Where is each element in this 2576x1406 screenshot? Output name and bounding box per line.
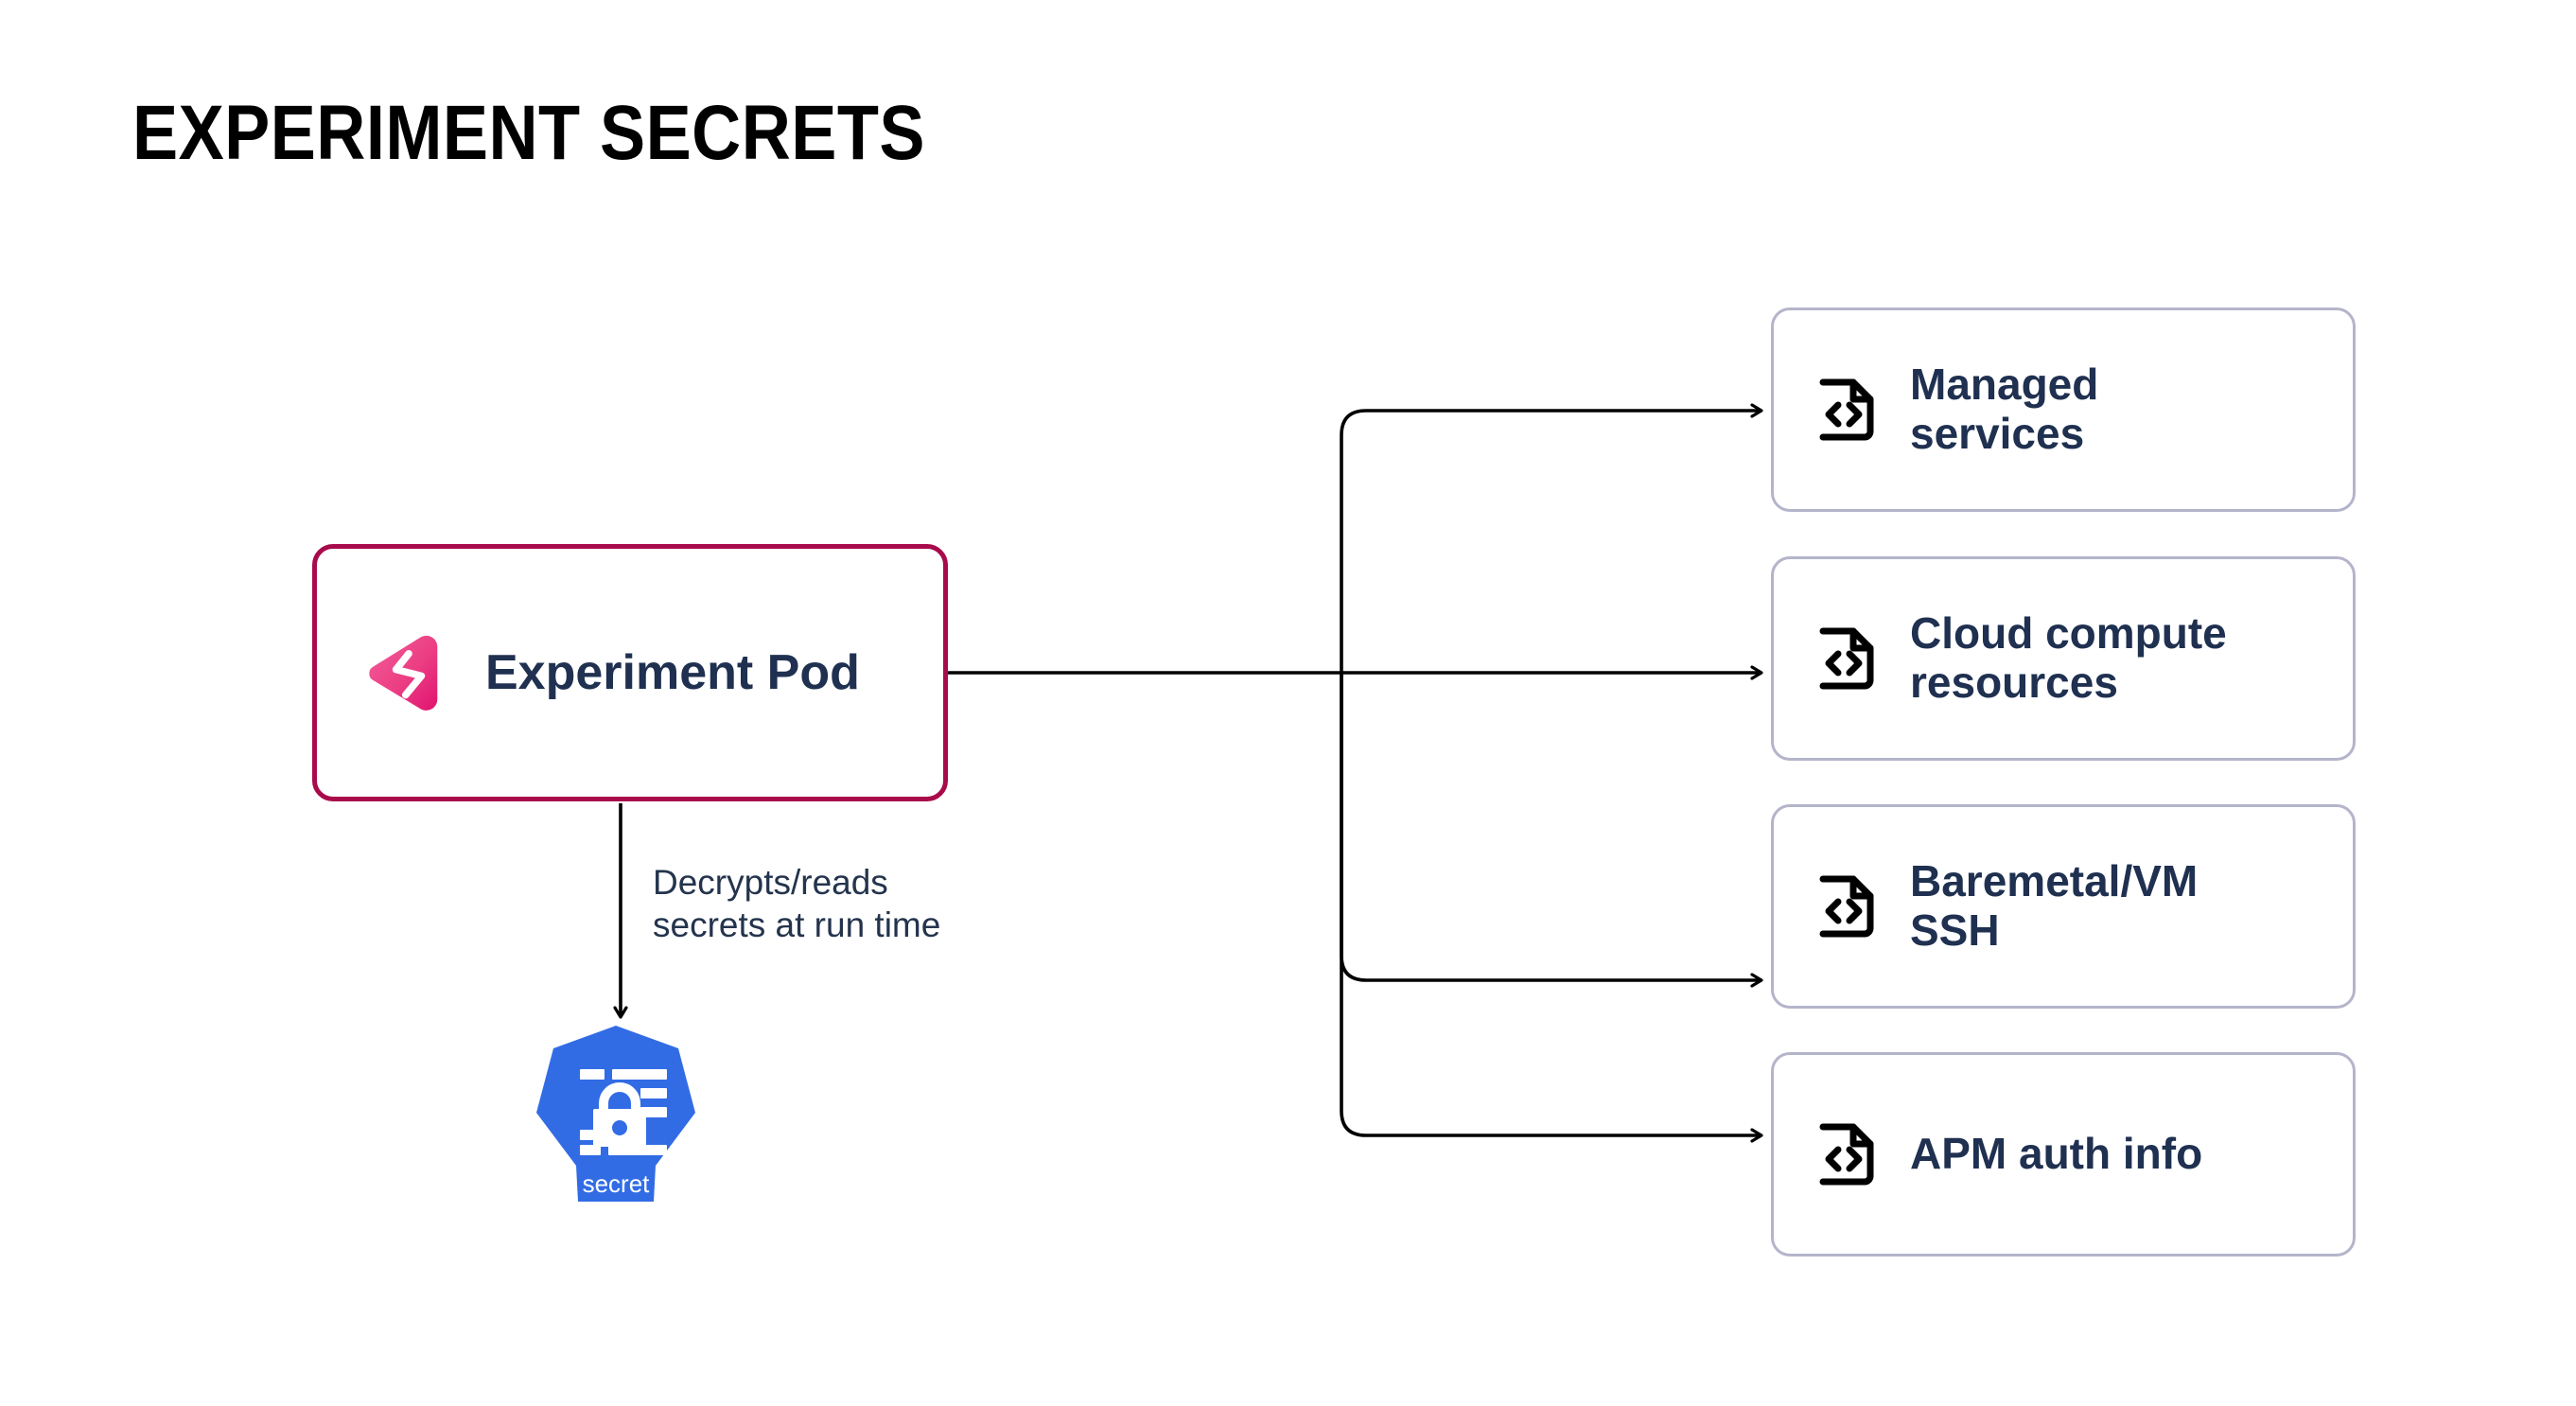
target-card-baremetal-ssh[interactable]: Baremetal/VM SSH <box>1771 804 2356 1009</box>
connector-to-managed-services <box>1340 403 1763 673</box>
experiment-pod-node[interactable]: Experiment Pod <box>312 544 948 801</box>
code-file-icon <box>1819 378 1874 441</box>
target-card-label: Cloud compute resources <box>1910 609 2227 707</box>
code-file-icon <box>1819 875 1874 938</box>
annotation-line-2: secrets at run time <box>653 905 941 945</box>
card-label-line-2: services <box>1910 409 2085 458</box>
secret-node-label: secret <box>583 1169 651 1198</box>
target-card-apm-auth[interactable]: APM auth info <box>1771 1052 2356 1257</box>
kubernetes-secret-node[interactable]: secret <box>534 1024 697 1213</box>
litmus-chaos-logo-icon <box>369 635 438 711</box>
card-label-line-2: SSH <box>1910 905 2000 955</box>
code-file-icon <box>1819 1123 1874 1186</box>
experiment-pod-label: Experiment Pod <box>485 645 860 700</box>
target-card-label: Baremetal/VM SSH <box>1910 857 2198 955</box>
connector-to-apm-auth <box>1340 673 1763 1143</box>
code-file-icon <box>1819 627 1874 690</box>
connector-to-baremetal-ssh <box>1340 673 1763 988</box>
target-card-managed-services[interactable]: Managed services <box>1771 308 2356 512</box>
annotation-decrypts-reads-secrets: Decrypts/reads secrets at run time <box>653 861 940 946</box>
target-card-label: APM auth info <box>1910 1130 2202 1179</box>
annotation-line-1: Decrypts/reads <box>653 863 888 902</box>
kubernetes-secret-icon: secret <box>536 1026 695 1202</box>
target-card-label: Managed services <box>1910 360 2098 458</box>
card-label-line-1: Cloud compute <box>1910 608 2227 659</box>
card-label-line-1: Managed <box>1910 360 2099 410</box>
card-label-line-1: Baremetal/VM <box>1910 856 2199 906</box>
page-title: EXPERIMENT SECRETS <box>132 90 925 176</box>
card-label-line-1: APM auth info <box>1910 1129 2203 1179</box>
card-label-line-2: resources <box>1910 658 2118 707</box>
target-card-cloud-compute[interactable]: Cloud compute resources <box>1771 556 2356 761</box>
